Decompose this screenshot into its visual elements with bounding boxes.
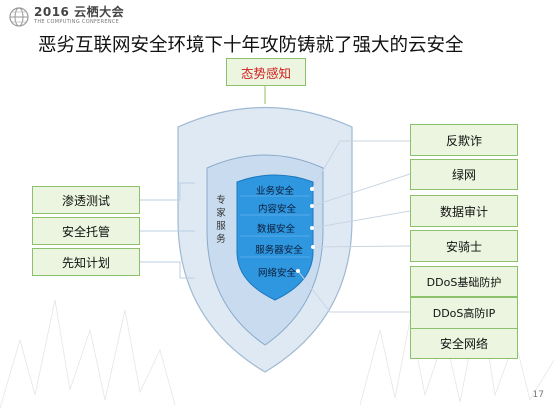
xianzhi-program-node: 先知计划 <box>32 248 140 276</box>
secure-network-node: 安全网络 <box>410 328 518 359</box>
right-connectors <box>297 140 411 313</box>
ddos-high-defense-ip-node: DDoS高防IP <box>410 297 518 329</box>
layer-business-security: 业务安全 <box>255 186 295 197</box>
layer-server-security: 服务器安全 <box>255 245 303 256</box>
inner-shield <box>236 174 314 301</box>
logo-title: 2016 云栖大会 <box>34 5 125 19</box>
layer-network-security: 网络安全 <box>257 268 297 279</box>
connector-dots <box>296 187 315 273</box>
layer-separators <box>240 195 310 258</box>
logo-subtitle: THE COMPUTING CONFERENCE <box>34 19 120 25</box>
green-net-node: 绿网 <box>410 159 518 190</box>
page-number: 17 <box>532 390 544 400</box>
conference-logo: 2016 云栖大会 THE COMPUTING CONFERENCE <box>8 6 124 28</box>
slide-title: 恶劣互联网安全环境下十年攻防铸就了强大的云安全 <box>38 35 464 56</box>
data-audit-node: 数据审计 <box>410 195 518 227</box>
ddos-basic-protection-node: DDoS基础防护 <box>410 266 518 297</box>
security-guard-node: 安骑士 <box>410 230 518 262</box>
layer-data-security: 数据安全 <box>256 224 296 235</box>
globe-logo-icon <box>9 7 29 27</box>
penetration-test-node: 渗透测试 <box>32 186 140 214</box>
left-connectors <box>140 182 195 279</box>
situational-awareness-node: 态势感知 <box>226 58 306 86</box>
anti-fraud-node: 反欺诈 <box>410 124 518 156</box>
layer-content-security: 内容安全 <box>257 204 297 215</box>
expert-services-label: 专家服务 <box>216 195 226 245</box>
managed-security-node: 安全托管 <box>32 217 140 245</box>
